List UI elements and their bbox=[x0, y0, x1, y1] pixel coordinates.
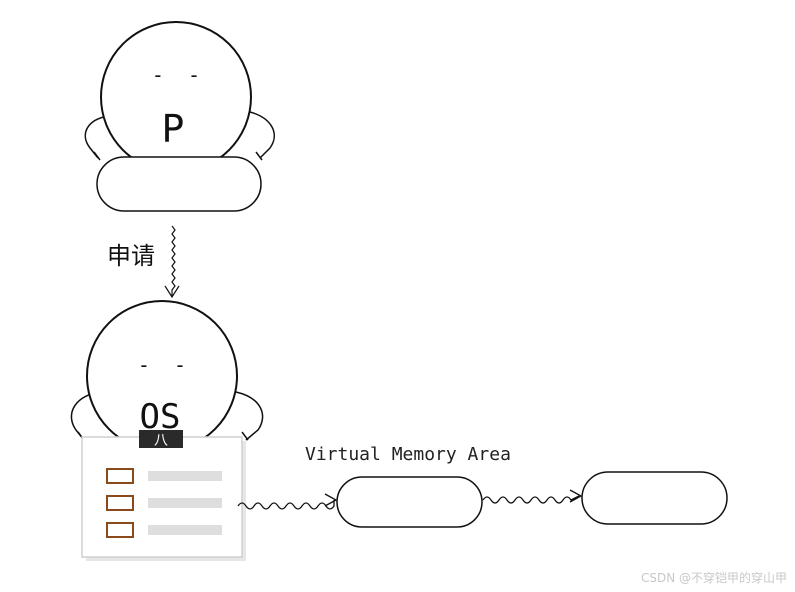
watermark: CSDN @不穿铠甲的穿山甲 bbox=[640, 571, 787, 585]
list-item bbox=[106, 495, 222, 511]
request-arrow bbox=[164, 225, 180, 299]
list-item bbox=[106, 522, 222, 538]
link-arrow-2 bbox=[482, 489, 583, 504]
clipboard: 八 bbox=[81, 430, 246, 561]
os-eyes: - - bbox=[138, 353, 186, 377]
process-character: - - P bbox=[84, 21, 275, 212]
vma-block-1 bbox=[336, 476, 483, 528]
process-eyes: - - bbox=[152, 63, 200, 87]
process-left-arm bbox=[84, 115, 109, 159]
process-memory-block bbox=[96, 156, 262, 212]
request-label: 申请 bbox=[107, 242, 155, 270]
vma-block-2 bbox=[581, 471, 728, 525]
process-right-arm bbox=[249, 111, 275, 159]
process-label: P bbox=[162, 107, 185, 151]
link-arrow-1 bbox=[237, 493, 338, 510]
list-item bbox=[106, 468, 222, 484]
vma-title: Virtual Memory Area bbox=[305, 444, 511, 465]
os-right-arm bbox=[235, 391, 264, 441]
clipboard-clip-glyph: 八 bbox=[154, 433, 168, 449]
os-character: - - OS bbox=[70, 300, 264, 452]
clipboard-clip bbox=[139, 430, 183, 448]
